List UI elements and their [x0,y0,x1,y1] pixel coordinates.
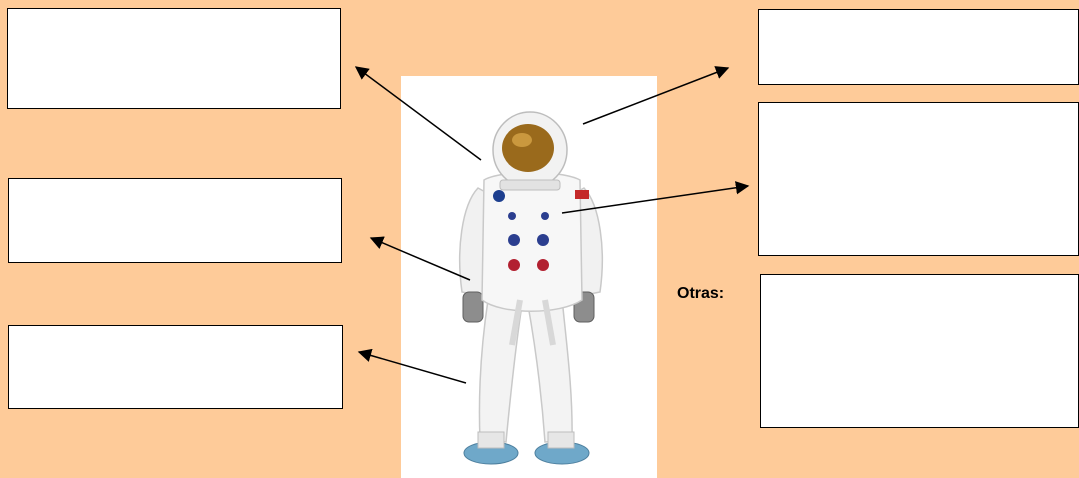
astronaut-spacesuit-icon [458,111,604,465]
answer-box-helmet[interactable] [7,8,341,109]
arrow-legs-to-box [357,348,467,384]
answer-box-arm[interactable] [8,178,342,263]
answer-box-chest[interactable] [758,102,1079,256]
arrow-shoulder-to-box [582,66,730,125]
answer-box-shoulder[interactable] [758,9,1079,85]
arrow-chest-to-box [561,181,750,214]
others-label: Otras: [677,285,725,302]
answer-box-legs[interactable] [8,325,343,409]
arrow-helmet-to-box [354,66,482,161]
answer-box-others[interactable] [760,274,1079,428]
arrow-arm-to-box [369,236,471,281]
